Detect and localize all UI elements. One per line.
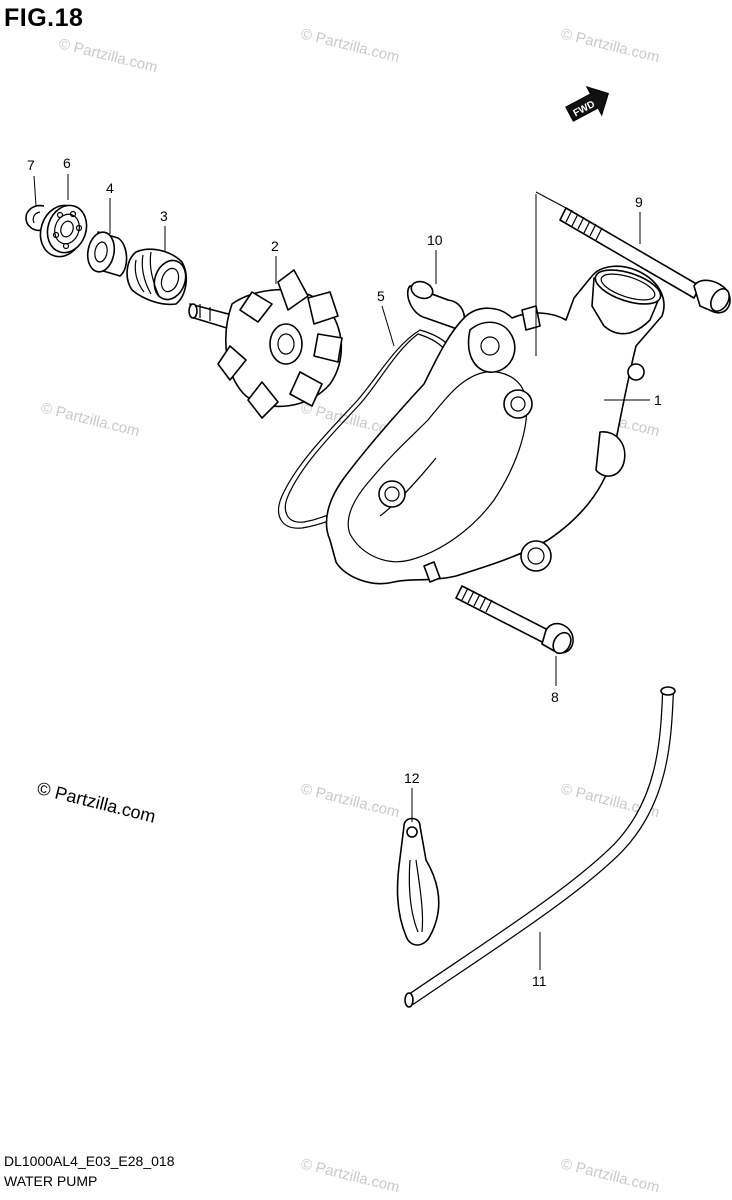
part-3-seal xyxy=(126,248,188,306)
callout-9: 9 xyxy=(635,194,643,210)
watermark-text: © Partzilla.com xyxy=(39,399,141,440)
callout-12: 12 xyxy=(404,770,420,786)
leader-lines xyxy=(33,174,650,970)
callout-1: 1 xyxy=(654,392,662,408)
callout-7: 7 xyxy=(27,157,35,173)
callout-2: 2 xyxy=(271,238,279,254)
watermark-text: © Partzilla.com xyxy=(299,25,401,66)
part-12-clamp xyxy=(396,817,440,946)
watermark-text: © Partzilla.com xyxy=(299,780,401,821)
figure-name: WATER PUMP xyxy=(4,1173,98,1189)
callout-6: 6 xyxy=(63,155,71,171)
part-1-pump-housing xyxy=(325,265,665,585)
part-2-impeller xyxy=(188,269,343,419)
part-11-hose xyxy=(404,686,676,1008)
callout-4: 4 xyxy=(106,180,114,196)
part-6-bearing xyxy=(39,204,88,258)
part-4-bearing xyxy=(86,231,128,277)
callout-11: 11 xyxy=(532,973,547,989)
part-7-circlip xyxy=(25,204,45,232)
callout-3: 3 xyxy=(160,208,168,224)
part-8-bolt xyxy=(455,585,574,655)
part-10-dowel-pin xyxy=(406,280,466,331)
part-9-bolt xyxy=(559,207,731,314)
callout-5: 5 xyxy=(377,288,385,304)
callout-8: 8 xyxy=(551,689,559,705)
watermark-text: © Partzilla.com xyxy=(57,35,159,76)
callout-labels: 7 6 4 3 2 5 10 1 9 8 11 12 xyxy=(27,155,662,989)
watermark-layer: © Partzilla.com © Partzilla.com © Partzi… xyxy=(39,25,661,1196)
figure-title: FIG.18 xyxy=(4,4,84,32)
fwd-arrow-badge: FWD xyxy=(565,86,609,122)
watermark-text: © Partzilla.com xyxy=(559,1155,661,1196)
callout-10: 10 xyxy=(427,232,443,248)
figure-code: DL1000AL4_E03_E28_018 xyxy=(4,1153,175,1169)
watermark-text: © Partzilla.com xyxy=(559,25,661,66)
watermark-text: © Partzilla.com xyxy=(299,1155,401,1196)
